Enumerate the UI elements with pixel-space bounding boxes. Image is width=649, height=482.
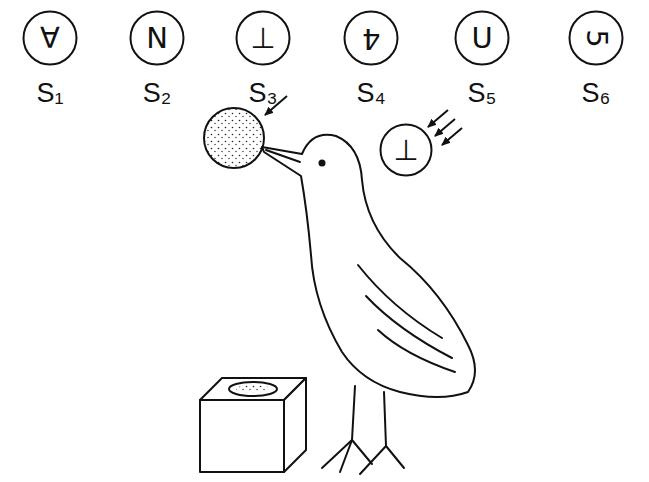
symbol-holder: 5 — [568, 10, 624, 66]
bird-figure — [262, 135, 475, 474]
food-hopper — [200, 378, 306, 472]
stimulus-label: S₅ — [468, 80, 497, 107]
stimulus-symbol: ⊥ — [393, 136, 418, 165]
stimulus-symbol: N — [146, 24, 168, 53]
stimulus-symbol: 5 — [581, 29, 610, 47]
symbol-disk: US₅ — [454, 10, 510, 66]
stimulus-label: S₆ — [582, 80, 611, 107]
symbol-disk: NS₂ — [129, 10, 185, 66]
symbol-disk: 5S₆ — [568, 10, 624, 66]
stimulus-symbol: ⊥ — [250, 24, 275, 53]
stimulus-label: S₁ — [36, 80, 63, 107]
bird-eye — [319, 160, 326, 167]
stimulus-label: S₃ — [248, 80, 277, 107]
symbol-disk: 4S₄ — [343, 10, 399, 66]
stimulus-label: S₄ — [356, 80, 385, 107]
stimulus-symbol: 4 — [362, 24, 380, 53]
stimulus-label: S₂ — [143, 80, 172, 107]
symbol-holder: ∀ — [22, 10, 78, 66]
symbol-holder: N — [129, 10, 185, 66]
symbol-disk: ⊥S₃ — [235, 10, 291, 66]
symbol-holder: ⊥ — [235, 10, 291, 66]
symbol-holder: U — [454, 10, 510, 66]
symbol-disk: ⊥ — [379, 123, 433, 177]
symbol-holder: 4 — [343, 10, 399, 66]
lit-key — [204, 108, 264, 168]
stimulus-symbol: U — [471, 24, 492, 53]
projection-arrows — [428, 110, 462, 145]
symbol-disk: ∀S₁ — [22, 10, 78, 66]
symbol-holder: ⊥ — [379, 123, 433, 177]
stimulus-symbol: ∀ — [40, 24, 60, 53]
